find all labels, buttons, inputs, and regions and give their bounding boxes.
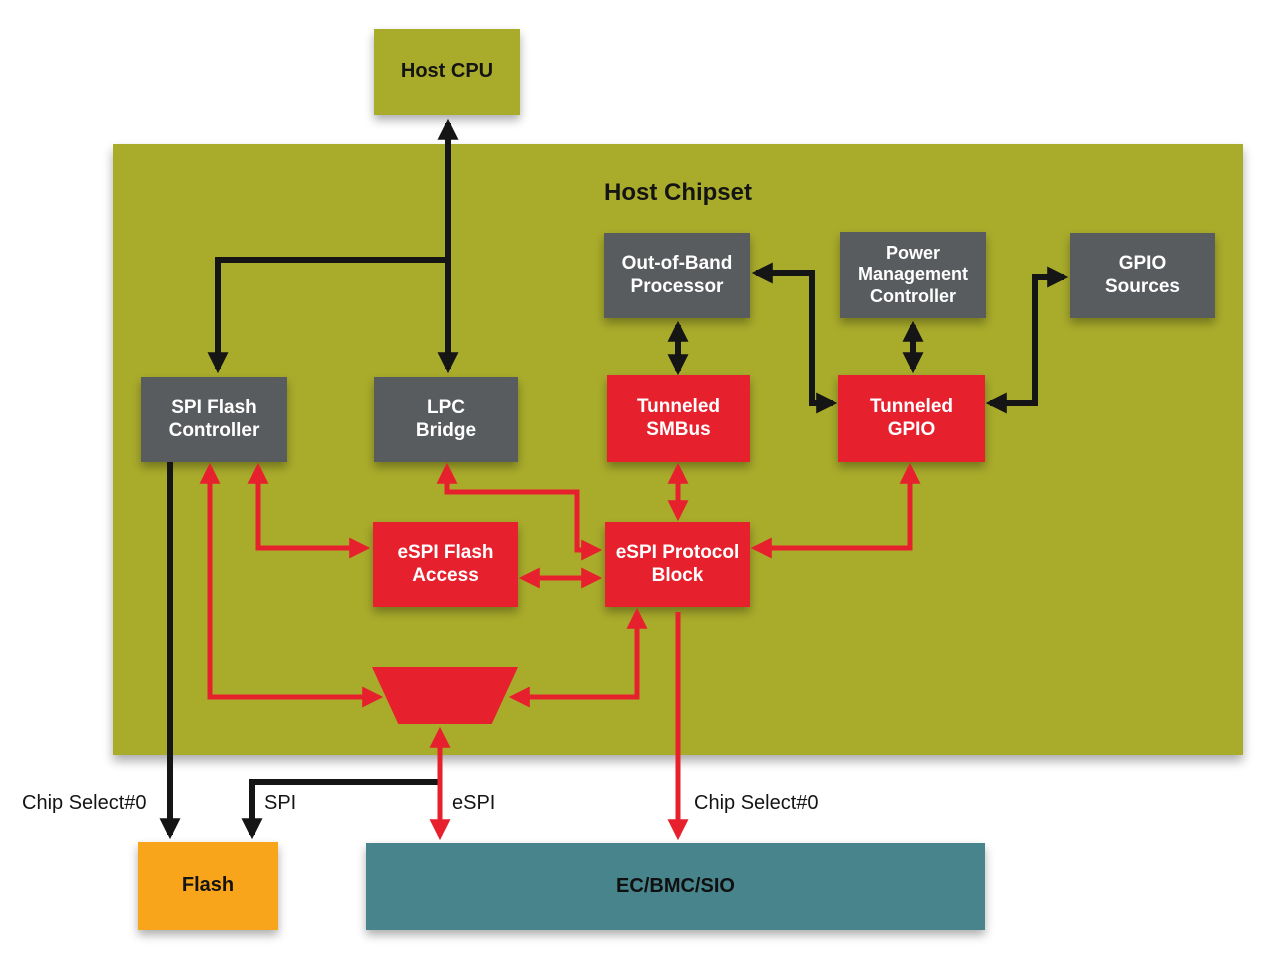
chip-select-0-left-label: Chip Select#0 [22, 792, 147, 814]
tunneled-smbus-block: Tunneled SMBus [607, 375, 750, 462]
gpio-sources-block: GPIO Sources [1070, 233, 1215, 318]
power-management-controller-block: Power Management Controller [840, 232, 986, 318]
host-cpu-block: Host CPU [374, 29, 520, 115]
espi-label: eSPI [452, 792, 496, 814]
mux-trapezoid-shape [372, 667, 518, 724]
tunneled-gpio-block: Tunneled GPIO [838, 375, 985, 462]
spi-label: SPI [264, 792, 297, 814]
spi-flash-controller-block: SPI Flash Controller [141, 377, 287, 462]
host-chipset-title: Host Chipset [603, 179, 752, 206]
flash-block: Flash [138, 842, 278, 930]
espi-protocol-block: eSPI Protocol Block [605, 522, 750, 607]
espi-flash-access-block: eSPI Flash Access [373, 522, 518, 607]
chip-select-0-right-label: Chip Select#0 [694, 792, 819, 814]
lpc-bridge-block: LPC Bridge [374, 377, 518, 462]
ec-bmc-sio-block: EC/BMC/SIO [366, 843, 985, 930]
out-of-band-processor-block: Out-of-Band Processor [604, 233, 750, 318]
